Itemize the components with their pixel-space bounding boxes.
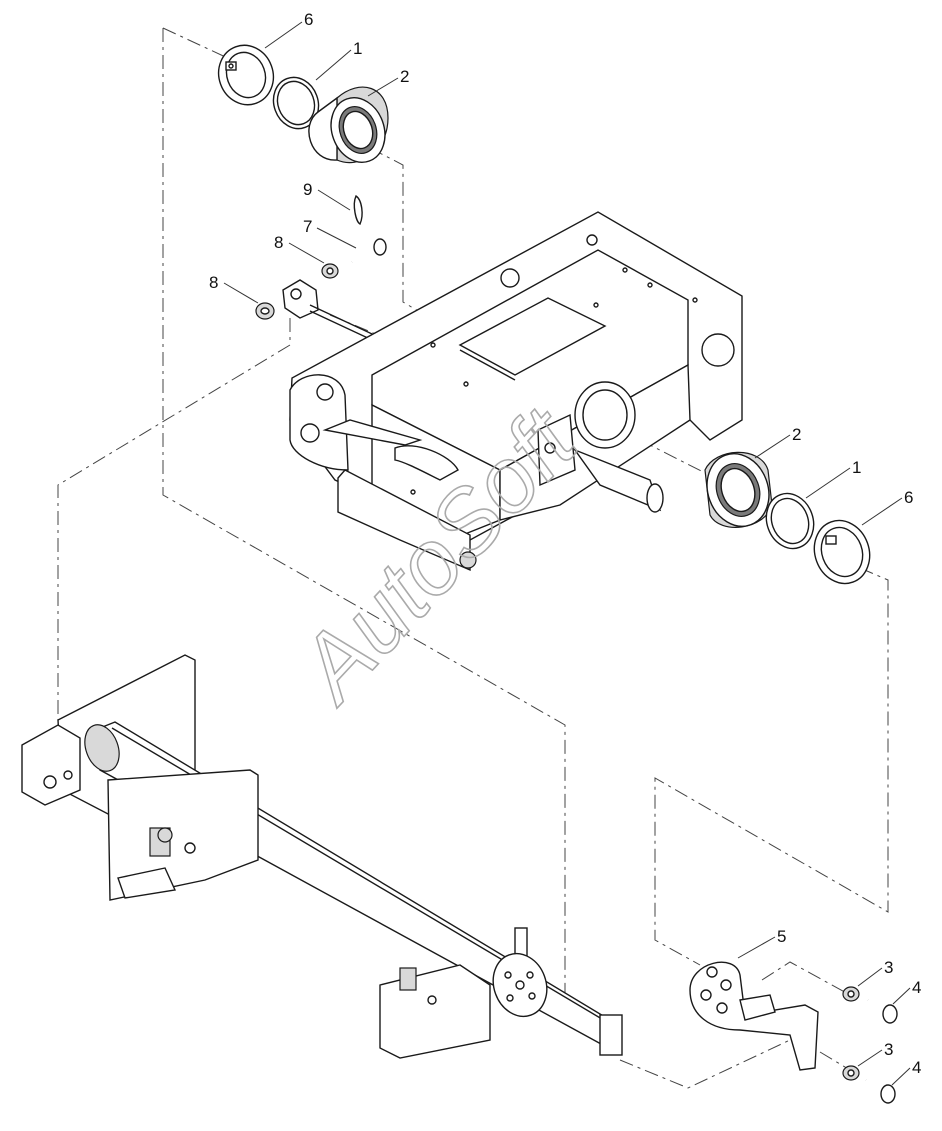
callout-7: 7	[303, 217, 312, 236]
callout-3-lower: 3	[884, 1040, 893, 1059]
lever-plate	[689, 961, 819, 1071]
sensor-bracket-right	[379, 927, 528, 1059]
callout-4-lower: 4	[912, 1058, 921, 1077]
clevis-pin	[350, 238, 387, 265]
o-ring-top	[272, 76, 320, 130]
axle-end-flange	[492, 952, 623, 1056]
callout-6-right: 6	[904, 488, 913, 507]
callout-2-right: 2	[792, 425, 801, 444]
bolt-4-upper	[866, 997, 898, 1024]
callout-5: 5	[777, 927, 786, 946]
callout-8-upper: 8	[274, 233, 283, 252]
bushing-right	[704, 451, 773, 528]
circlip-top	[217, 44, 275, 106]
washer-lower	[255, 302, 275, 320]
bolt-4-lower	[864, 1077, 896, 1104]
callout-9: 9	[303, 180, 312, 199]
washer-3-lower	[842, 1065, 860, 1081]
split-pin	[353, 194, 363, 225]
circlip-right	[813, 519, 871, 585]
washer-3-upper	[842, 986, 860, 1002]
callout-2-top: 2	[400, 67, 409, 86]
washer-upper	[321, 263, 339, 279]
callout-4-upper: 4	[912, 978, 921, 997]
callout-labels: 6 1 2 9 7 8 8 2 1 6 5 3 4 3 4	[209, 10, 921, 1077]
callout-3-upper: 3	[884, 958, 893, 977]
main-frame	[289, 211, 743, 572]
callout-6-top: 6	[304, 10, 313, 29]
o-ring-right	[765, 492, 815, 550]
callout-8-lower: 8	[209, 273, 218, 292]
callout-1-right: 1	[852, 458, 861, 477]
callout-1-top: 1	[353, 39, 362, 58]
sensor-bracket-left	[107, 769, 259, 901]
bushing-top	[308, 86, 389, 164]
leader-lines	[223, 21, 911, 1086]
